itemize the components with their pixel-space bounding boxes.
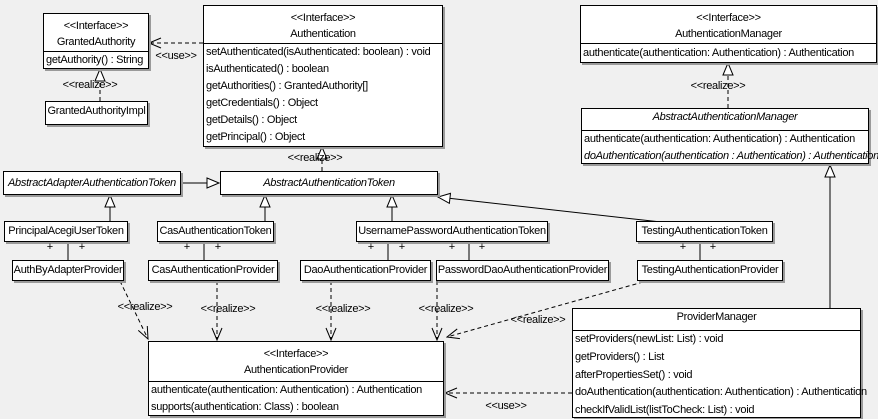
method-entry: getCredentials() : Object [206,97,318,109]
label-realize-dao-provider: <<realize>> [315,303,371,315]
method-entry: checkIfValidList(listToCheck: List) : vo… [575,404,755,417]
class-name: AbstractAuthenticationManager [652,111,798,123]
class-granted-authority[interactable]: <<Interface>> GrantedAuthority getAuthor… [43,13,149,69]
label-realize-auth-by-adapter: <<realize>> [117,301,173,313]
label-use-authentication-provider: <<use>> [485,400,527,412]
method-entry: getProviders() : List [575,350,665,363]
class-title: <<Interface>> Authentication [204,6,442,43]
class-principal-acegi-user-token[interactable]: PrincipalAcegiUserToken [4,221,128,242]
use-lines [149,43,572,393]
plus-mark: + [367,241,375,253]
class-name: ProviderManager [676,311,757,323]
class-abstract-authentication-token[interactable]: AbstractAuthenticationToken [220,171,438,195]
method-entry: doAuthentication(authentication : Authen… [584,150,878,162]
class-cas-authentication-token[interactable]: CasAuthenticationToken [157,221,274,242]
plus-mark: + [398,241,406,253]
label-realize-cas-provider: <<realize>> [200,303,256,315]
plus-mark: + [448,241,456,253]
class-testing-authentication-provider[interactable]: TestingAuthenticationProvider [637,260,783,281]
association-lines [67,241,701,261]
class-methods: authenticate(authentication: Authenticat… [582,130,878,165]
plus-mark: + [183,241,191,253]
label-use-granted-authority: <<use>> [155,50,197,62]
method-entry: authenticate(authentication: Authenticat… [583,47,854,59]
label-realize-authentication-manager: <<realize>> [690,80,746,92]
class-name: AbstractAuthenticationToken [263,177,395,189]
method-entry: isAuthenticated() : boolean [206,63,329,75]
plus-mark: + [46,241,54,253]
stereotype-label: <<Interface>> [696,12,761,24]
class-methods: setAuthenticated(isAuthenticated: boolea… [204,43,442,146]
stereotype-label: <<Interface>> [290,12,356,24]
class-title: <<Interface>> GrantedAuthority [44,14,148,51]
generalization-lines [110,165,830,309]
stereotype-label: <<Interface>> [63,20,129,32]
plus-mark: + [709,241,717,253]
class-abstract-adapter-authentication-token[interactable]: AbstractAdapterAuthenticationToken [3,171,181,195]
class-cas-authentication-provider[interactable]: CasAuthenticationProvider [148,260,278,281]
method-entry: doAuthentication(authentication: Authent… [575,386,867,399]
class-provider-manager[interactable]: ProviderManager setProviders(newList: Li… [572,308,867,419]
class-name: TestingAuthenticationProvider [641,264,779,276]
plus-mark: + [679,241,687,253]
class-methods: authenticate(authentication: Authenticat… [149,381,443,416]
method-entry: setProviders(newList: List) : void [575,333,724,345]
class-name: Authentication [290,28,356,40]
method-entry: afterPropertiesSet() : void [575,368,693,381]
plus-mark: + [78,241,86,253]
class-testing-authentication-token[interactable]: TestingAuthenticationToken [636,221,773,242]
class-methods: setProviders(newList: List) : void getPro… [573,330,867,419]
class-authentication-manager[interactable]: <<Interface>> AuthenticationManager auth… [580,5,877,63]
class-name: UsernamePasswordAuthenticationToken [358,225,546,237]
class-name: PrincipalAcegiUserToken [8,225,124,237]
class-title: <<Interface>> AuthenticationProvider [149,342,443,381]
method-entry: getAuthorities() : GrantedAuthority[] [206,80,368,92]
realize-lines [100,63,728,340]
class-name: TestingAuthenticationToken [641,225,768,237]
class-name: AuthenticationProvider [243,364,349,376]
label-realize-testing-provider: <<realize>> [510,314,566,326]
class-methods: authenticate(authentication: Authenticat… [581,43,876,62]
class-name: GrantedAuthorityImpl [47,105,146,117]
class-dao-authentication-provider[interactable]: DaoAuthenticationProvider [300,260,431,281]
method-entry: authenticate(authentication: Authenticat… [584,133,855,145]
class-auth-by-adapter-provider[interactable]: AuthByAdapterProvider [12,260,124,281]
label-realize-granted-authority: <<realize>> [62,79,118,91]
class-name: AbstractAdapterAuthenticationToken [8,177,176,189]
class-title: <<Interface>> AuthenticationManager [581,6,876,43]
method-entry: getPrincipal() : Object [206,131,305,143]
method-entry: getDetails() : Object [206,114,297,126]
class-name: PasswordDaoAuthenticationProvider [437,264,608,276]
label-realize-password-dao-provider: <<realize>> [418,303,474,315]
class-authentication[interactable]: <<Interface>> Authentication setAuthenti… [203,5,443,147]
method-entry: supports(authentication: Class) : boolea… [151,401,339,413]
class-name: DaoAuthenticationProvider [303,264,428,276]
method-entry: setAuthenticated(isAuthenticated: boolea… [206,46,431,58]
class-granted-authority-impl[interactable]: GrantedAuthorityImpl [45,101,148,125]
class-name: AuthByAdapterProvider [13,264,123,276]
class-password-dao-authentication-provider[interactable]: PasswordDaoAuthenticationProvider [436,260,609,281]
class-username-password-authentication-token[interactable]: UsernamePasswordAuthenticationToken [356,221,548,242]
class-name: GrantedAuthority [56,36,136,48]
method-entry: getAuthority() : String [46,54,144,66]
class-name: CasAuthenticationToken [159,225,272,237]
class-methods: getAuthority() : String [44,51,148,69]
plus-mark: + [214,241,222,253]
class-name: AuthenticationManager [675,28,782,40]
plus-mark: + [478,241,486,253]
stereotype-label: <<Interface>> [263,348,329,360]
class-abstract-authentication-manager[interactable]: AbstractAuthenticationManager authentica… [581,108,878,165]
method-entry: authenticate(authentication: Authenticat… [151,384,422,396]
class-authentication-provider[interactable]: <<Interface>> AuthenticationProvider aut… [148,341,444,416]
class-name: CasAuthenticationProvider [151,264,275,276]
label-realize-authentication: <<realize>> [287,152,343,164]
